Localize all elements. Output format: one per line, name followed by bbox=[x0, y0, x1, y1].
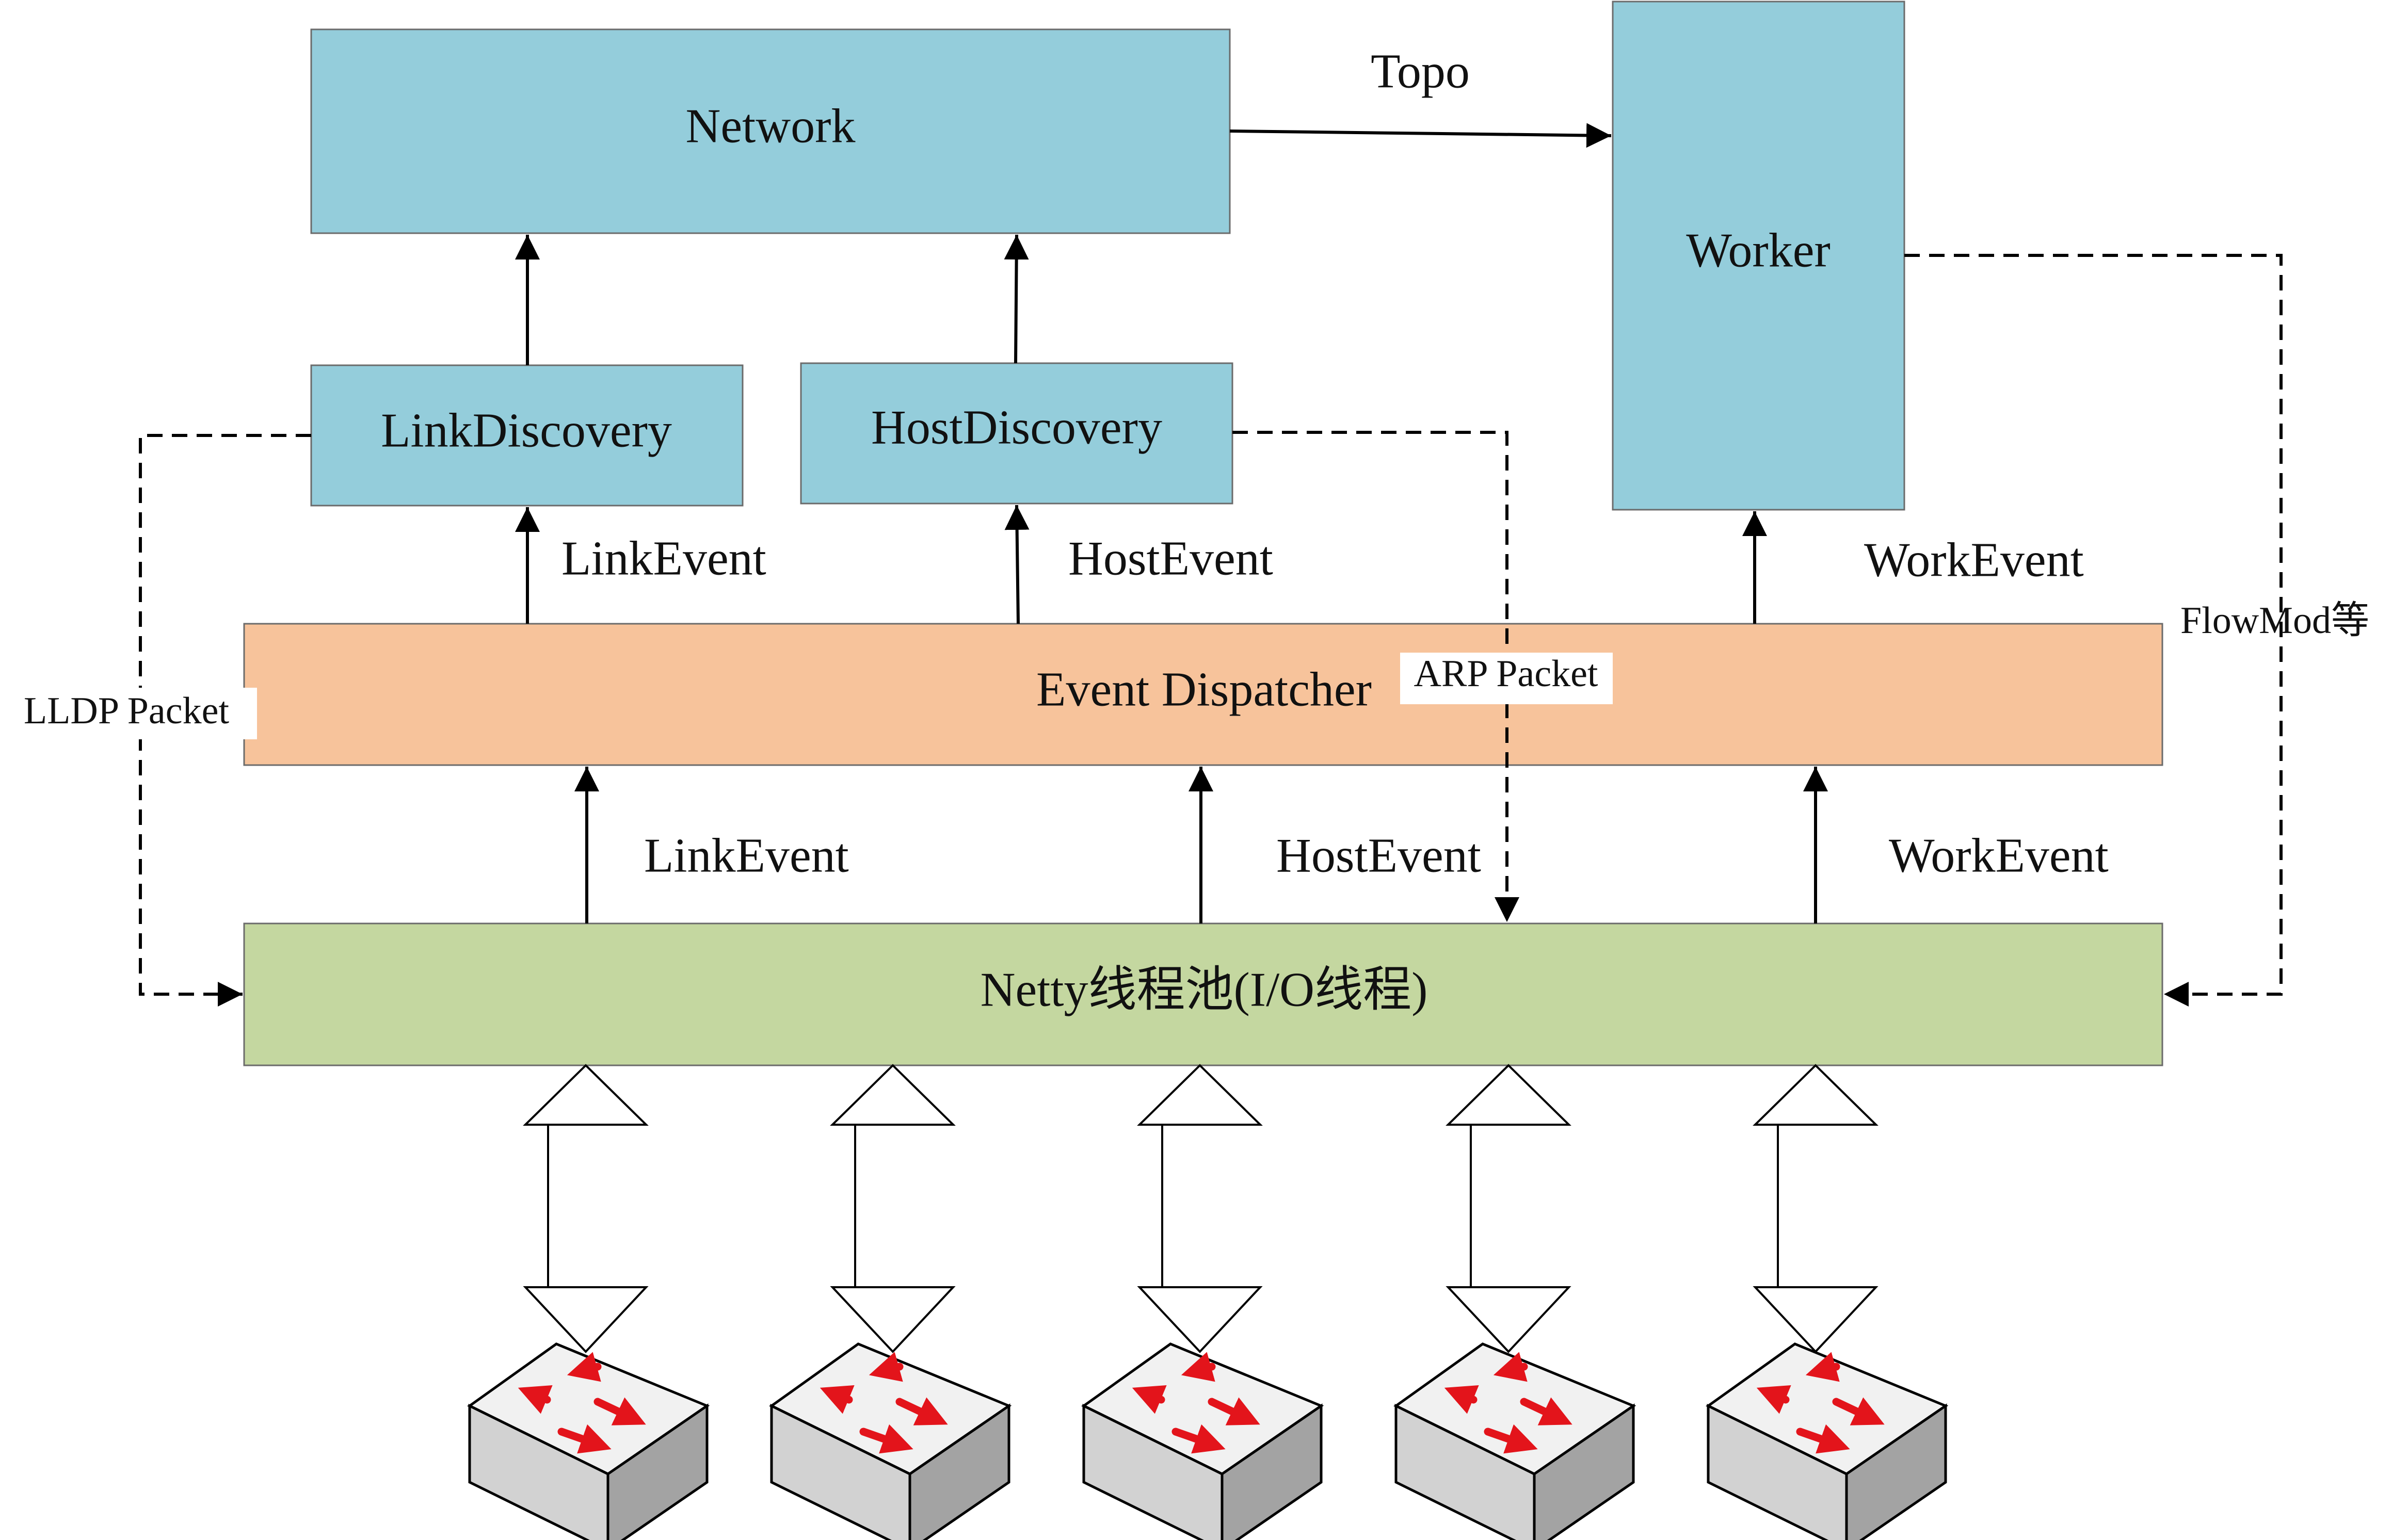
worker-box bbox=[1612, 1, 1905, 511]
network-switch-icon bbox=[1396, 1344, 1633, 1540]
io-double-arrow-3 bbox=[1137, 1064, 1263, 1353]
event-dispatcher-label: Event Dispatcher bbox=[1036, 663, 1372, 717]
network-switch-icon bbox=[772, 1344, 1009, 1540]
host-discovery-box bbox=[800, 362, 1233, 505]
worker-label: Worker bbox=[1686, 224, 1831, 278]
io-double-arrow-4 bbox=[1446, 1064, 1571, 1353]
host-event-lower-label: HostEvent bbox=[1276, 829, 1481, 883]
network-switch-icon bbox=[470, 1344, 707, 1540]
network-label: Network bbox=[686, 100, 856, 153]
link-event-lower-label: LinkEvent bbox=[644, 829, 849, 883]
host-discovery-to-network-arrow bbox=[1004, 234, 1029, 364]
topo-label: Topo bbox=[1371, 45, 1470, 99]
io-double-arrow-2 bbox=[830, 1064, 956, 1353]
arp-label-background bbox=[1400, 653, 1613, 704]
netty-pool-label: Netty线程池(I/O线程) bbox=[981, 963, 1428, 1017]
link-event-upper-label: LinkEvent bbox=[561, 532, 766, 586]
network-box bbox=[310, 28, 1231, 234]
arp-dashed-arrow bbox=[1232, 431, 1519, 922]
link-discovery-label: LinkDiscovery bbox=[381, 404, 672, 458]
network-switch-icon bbox=[1708, 1344, 1946, 1540]
netty-pool-box bbox=[243, 922, 2163, 1066]
topo-arrow bbox=[1229, 123, 1612, 148]
host-discovery-label: HostDiscovery bbox=[871, 401, 1162, 455]
io-double-arrow-1 bbox=[523, 1064, 649, 1353]
network-switch-icon bbox=[1084, 1344, 1321, 1540]
work-event-upper-label: WorkEvent bbox=[1864, 533, 2084, 587]
event-dispatcher-box bbox=[243, 623, 2163, 766]
lldp-label: LLDP Packet bbox=[24, 690, 229, 732]
host-event-upper-label: HostEvent bbox=[1068, 532, 1273, 586]
flowmod-label: FlowMod等 bbox=[2180, 599, 2369, 642]
work-event-lower-label: WorkEvent bbox=[1889, 829, 2109, 883]
arp-label: ARP Packet bbox=[1414, 653, 1598, 695]
io-double-arrow-5 bbox=[1753, 1064, 1879, 1353]
lldp-label-background bbox=[20, 688, 257, 739]
flowmod-dashed-arrow bbox=[1904, 254, 2283, 1007]
dispatcher-to-host-discovery-arrow bbox=[1004, 505, 1030, 624]
